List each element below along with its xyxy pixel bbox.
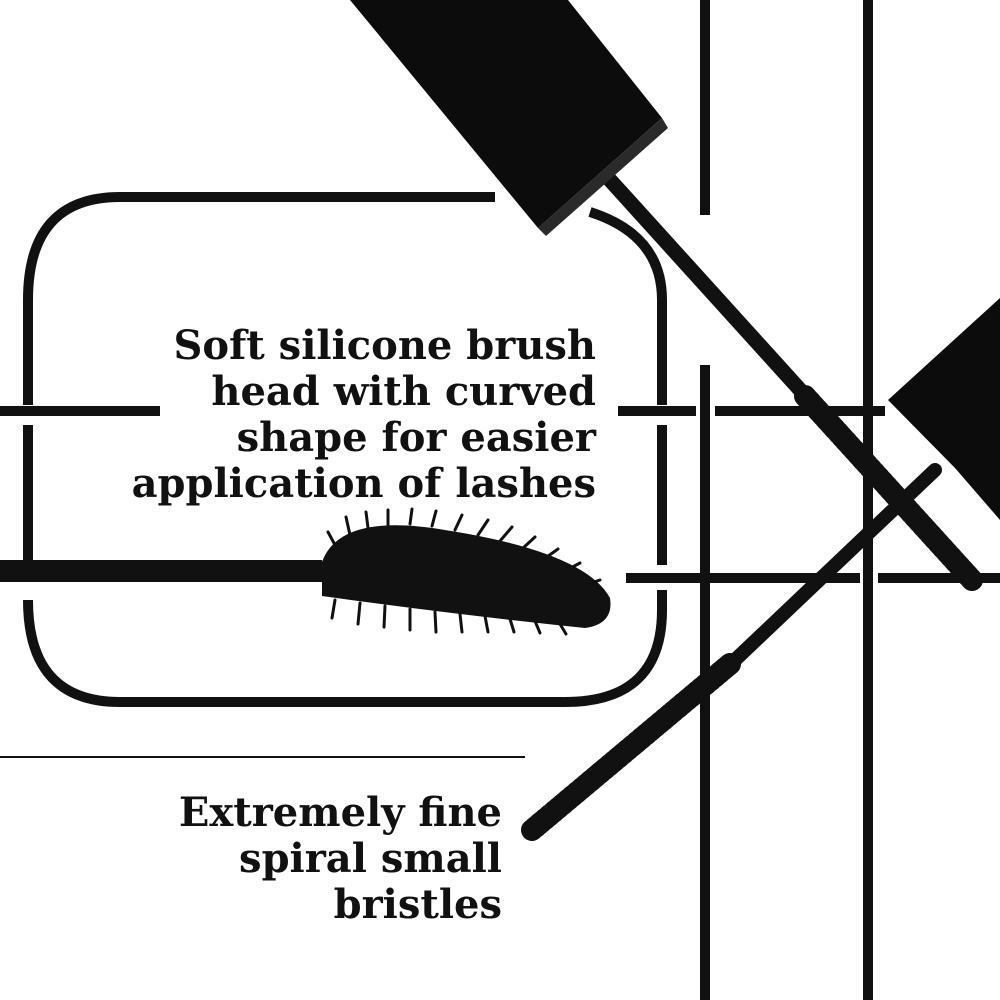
caption-line: shape for easier <box>236 414 596 461</box>
curved-brush-caption: Soft silicone brush head with curved sha… <box>132 323 596 507</box>
caption-line: application of lashes <box>131 460 596 507</box>
caption-line: spiral small <box>239 835 502 882</box>
caption-line: bristles <box>333 881 502 928</box>
caption-line: Soft silicone brush <box>173 322 597 369</box>
rounded-frame <box>23 192 667 707</box>
frame-bottom-edge <box>23 590 667 707</box>
second-spiral-mascara-brush-icon <box>521 298 1000 841</box>
caption-line: head with curved <box>211 368 596 415</box>
caption-line: Extremely fine <box>178 789 502 836</box>
spiral-bristles-caption: Extremely fine spiral small bristles <box>179 790 502 928</box>
spiral-mascara-brush-icon <box>350 0 983 591</box>
frame-right-edge <box>588 207 667 565</box>
frame-left-upper-edge <box>23 192 121 405</box>
curved-mascara-brush-icon <box>0 507 611 636</box>
